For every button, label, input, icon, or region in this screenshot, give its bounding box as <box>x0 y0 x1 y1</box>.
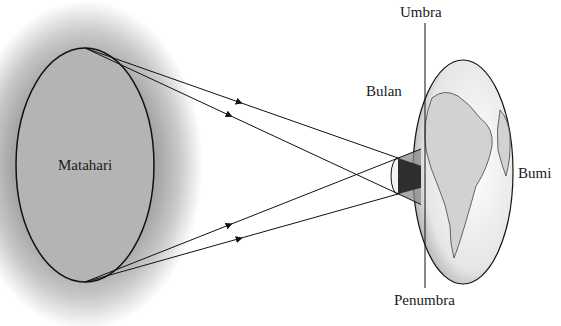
umbra-cone <box>398 158 421 194</box>
continent <box>425 92 492 258</box>
continent <box>497 110 510 176</box>
penumbra-label: Penumbra <box>394 291 455 309</box>
body-label: Bumi <box>518 164 551 182</box>
sun-ellipse: Matahari <box>15 47 155 283</box>
sun-disc <box>16 48 154 282</box>
body-label: Bulan <box>366 82 402 100</box>
leader-line <box>425 23 426 288</box>
earth-globe: Bumi <box>410 58 558 290</box>
light-rays <box>85 48 421 282</box>
earth-disc <box>413 60 513 284</box>
umbra-label: Umbra <box>400 3 442 21</box>
body-label: Matahari <box>58 156 112 174</box>
